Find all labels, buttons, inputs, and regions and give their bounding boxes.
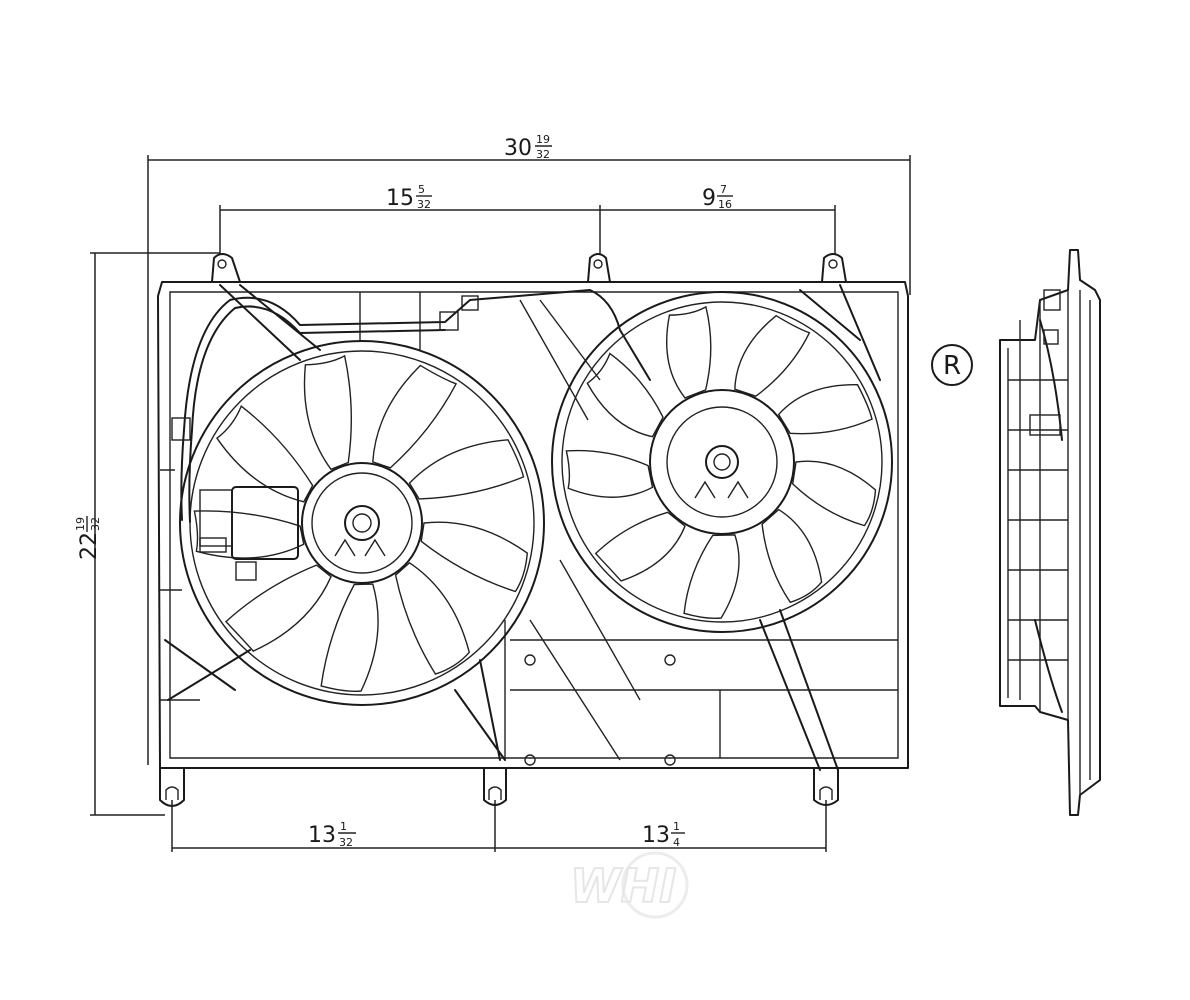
right-fan-blade [734,314,811,397]
right-fan-blades [565,305,877,620]
dim-height-den: 32 [89,517,102,531]
mount-foot-right [813,767,839,806]
dim-overall-width-whole: 30 [504,136,532,161]
left-fan-blade [394,561,471,675]
right-fan-hub [705,445,739,479]
left-fan-hub [344,505,380,541]
registered-mark-letter: R [943,351,961,381]
mount-tab-top-center [587,253,611,283]
left-fan-blades [193,354,529,692]
right-fan-ring [551,291,893,633]
side-view [999,249,1101,816]
left-fan-blade [320,583,379,692]
watermark-text: WHI [570,859,676,913]
dimension-upper-right-span: 9 7 16 [600,183,836,255]
mount-tab-top-left [211,253,241,283]
dimension-lower-spans: 13 1 32 13 1 4 [171,800,827,852]
mount-tab-top-right [821,253,847,283]
right-fan-blade [791,460,877,527]
dim-upper-right-num: 7 [720,183,727,196]
right-fan-blade [777,384,873,435]
dimension-upper-left-span: 15 5 32 [219,183,601,255]
harness-connector-d [199,537,227,553]
right-fan-blade [586,352,664,438]
mount-foot-center [483,767,507,806]
left-fan-blade [193,510,305,559]
left-fan-blade [303,354,352,471]
left-fan-blade [216,405,314,503]
right-fan-blade [683,534,740,620]
mount-foot-left [159,767,185,807]
dim-height-whole: 22 [77,532,102,560]
watermark: WHI [569,851,689,919]
harness-connector-c [461,295,479,311]
dim-lower-left-whole: 13 [308,823,336,848]
dim-lower-right-whole: 13 [642,823,670,848]
left-fan-motor [301,462,423,584]
left-fan-ring [179,340,545,706]
right-fan-blade [594,511,686,582]
left-fan-blade [420,521,529,593]
left-fan [164,284,651,761]
right-fan-blade [666,305,712,399]
right-fan-blade [761,508,823,604]
right-fan-motor [649,389,795,535]
left-fan-blade [408,439,525,500]
registered-mark: R [931,344,973,386]
dim-lower-right-num: 1 [673,820,680,833]
left-fan-blade [372,364,458,469]
dim-upper-left-whole: 15 [386,186,414,211]
dim-lower-right-den: 4 [673,836,680,849]
dim-height-num: 19 [74,517,87,531]
dim-lower-left-num: 1 [340,820,347,833]
dim-upper-left-num: 5 [418,183,425,196]
right-fan [551,284,893,771]
harness-connector-b [439,311,459,331]
left-fan-blade [224,564,332,652]
shroud-frame [157,253,909,807]
dimension-height: 22 19 32 [74,252,220,816]
dimension-overall-width: 30 19 32 [147,133,911,765]
harness-connector-a [171,417,191,441]
dim-upper-right-whole: 9 [702,186,716,211]
dim-lower-left-den: 32 [339,836,353,849]
right-fan-blade [565,449,654,498]
dim-upper-left-den: 32 [417,198,431,211]
dim-overall-width-num: 19 [536,133,550,146]
dim-upper-right-den: 16 [718,198,732,211]
dim-overall-width-den: 32 [536,148,550,161]
